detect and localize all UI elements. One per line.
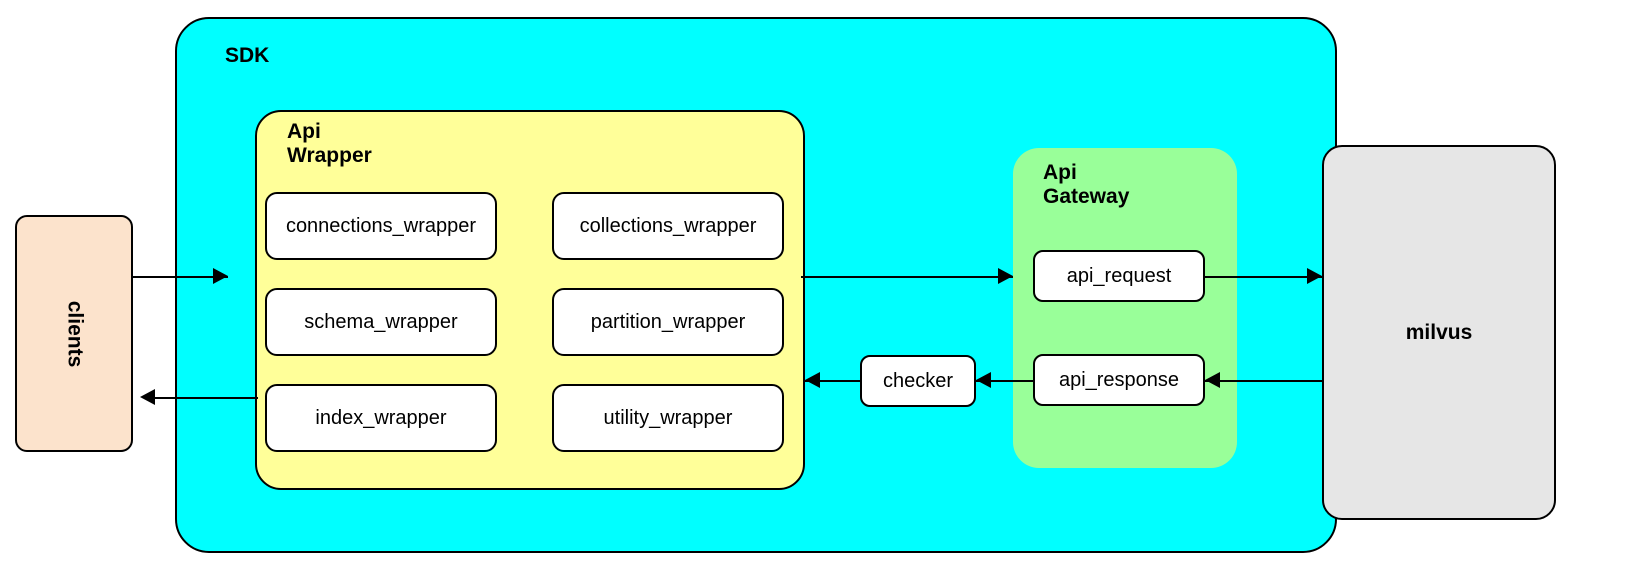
- arrow-clients-to-api-wrapper-line: [133, 276, 228, 278]
- node-api-request[interactable]: api_request: [1033, 250, 1205, 302]
- node-label: connections_wrapper: [285, 214, 477, 237]
- arrow-api-wrapper-to-api-gateway-head: [998, 268, 1013, 284]
- node-label: index_wrapper: [315, 406, 447, 429]
- arrow-api-request-to-milvus-line: [1205, 276, 1322, 278]
- node-checker[interactable]: checker: [860, 355, 976, 407]
- clients-node[interactable]: clients: [15, 215, 133, 452]
- clients-label: clients: [63, 300, 86, 367]
- node-collections-wrapper[interactable]: collections_wrapper: [552, 192, 784, 260]
- api-gateway-group[interactable]: Api Gateway: [1013, 148, 1237, 468]
- arrow-api-wrapper-to-clients-head: [140, 389, 155, 405]
- arrow-api-wrapper-to-clients-line: [148, 397, 258, 399]
- api-wrapper-label: Api Wrapper: [287, 120, 372, 168]
- arrow-checker-to-api-wrapper-head: [805, 372, 820, 388]
- arrow-milvus-to-api-response-head: [1205, 372, 1220, 388]
- node-schema-wrapper[interactable]: schema_wrapper: [265, 288, 497, 356]
- arrow-api-request-to-milvus-head: [1307, 268, 1322, 284]
- node-label: collections_wrapper: [579, 214, 757, 237]
- node-connections-wrapper[interactable]: connections_wrapper: [265, 192, 497, 260]
- milvus-label: milvus: [1405, 320, 1473, 344]
- node-partition-wrapper[interactable]: partition_wrapper: [552, 288, 784, 356]
- milvus-node[interactable]: milvus: [1322, 145, 1556, 520]
- node-utility-wrapper[interactable]: utility_wrapper: [552, 384, 784, 452]
- sdk-label: SDK: [225, 44, 270, 67]
- arrow-milvus-to-api-response-line: [1205, 380, 1322, 382]
- arrow-api-wrapper-to-api-gateway-line: [801, 276, 1013, 278]
- node-label: schema_wrapper: [304, 310, 458, 333]
- node-label: api_response: [1058, 368, 1180, 391]
- api-gateway-label: Api Gateway: [1043, 161, 1130, 209]
- node-label: partition_wrapper: [590, 310, 746, 333]
- node-index-wrapper[interactable]: index_wrapper: [265, 384, 497, 452]
- node-api-response[interactable]: api_response: [1033, 354, 1205, 406]
- arrow-api-response-to-checker-line: [976, 380, 1033, 382]
- arrow-clients-to-api-wrapper-head: [213, 268, 228, 284]
- arrow-checker-to-api-wrapper-line: [805, 380, 860, 382]
- node-label: utility_wrapper: [603, 406, 733, 429]
- arrow-api-response-to-checker-head: [976, 372, 991, 388]
- node-label: checker: [882, 369, 954, 392]
- node-label: api_request: [1066, 264, 1172, 287]
